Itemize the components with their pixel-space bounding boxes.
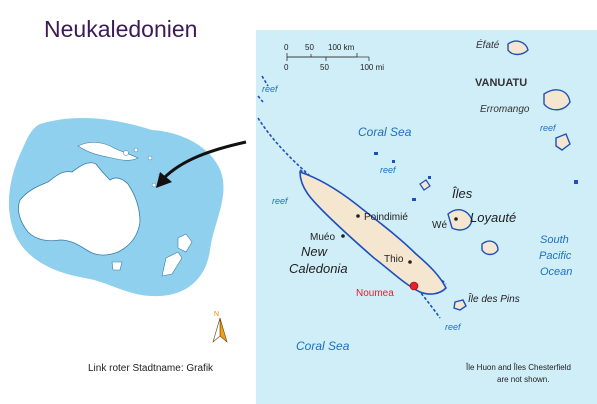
scale-mi-0: 0 xyxy=(284,63,289,72)
label-reef-3: reef xyxy=(380,165,397,175)
label-noumea[interactable]: Noumea xyxy=(356,288,394,299)
capital-dot-noumea[interactable] xyxy=(409,281,419,291)
australia-landmass xyxy=(18,162,141,256)
town-dot-thio xyxy=(408,260,412,264)
scale-bar xyxy=(286,53,370,61)
new-zealand-north xyxy=(177,233,193,253)
lifou-island xyxy=(447,209,473,231)
overview-map xyxy=(8,117,224,297)
label-loyaute: Loyauté xyxy=(470,210,516,225)
scale-km-100: 100 km xyxy=(328,43,355,52)
label-we: Wé xyxy=(432,220,447,231)
ile-des-pins-island xyxy=(453,299,467,311)
label-vanuatu: VANUATU xyxy=(475,77,527,89)
scale-km-50: 50 xyxy=(305,43,314,52)
label-thio: Thio xyxy=(384,254,404,265)
label-new: New xyxy=(301,244,329,259)
scale-mi-100: 100 mi xyxy=(360,63,384,72)
new-guinea xyxy=(77,142,139,161)
north-arrow-icon: N xyxy=(212,311,228,343)
tanna-island xyxy=(555,133,571,151)
small-reef-dots xyxy=(374,152,578,201)
town-dot-we xyxy=(454,217,458,221)
ouvea-island xyxy=(419,179,431,191)
label-iles: Îles xyxy=(452,186,473,201)
label-ile-des-pins: Île des Pins xyxy=(468,292,520,305)
label-reef-5: reef xyxy=(445,322,462,332)
label-mueo: Muéo xyxy=(310,232,335,243)
label-poindimie: Poindimié xyxy=(364,212,408,223)
tasmania xyxy=(111,261,123,271)
label-south: South xyxy=(540,234,569,246)
page-title: Neukaledonien xyxy=(44,16,198,42)
label-caledonia: Caledonia xyxy=(289,261,348,276)
label-ocean: Ocean xyxy=(540,266,572,278)
label-reef-4: reef xyxy=(272,196,289,206)
label-coral-sea-bottom: Coral Sea xyxy=(296,339,350,353)
caption-text[interactable]: Link roter Stadtname: Grafik xyxy=(88,363,214,374)
new-zealand-south xyxy=(161,251,183,277)
new-caledonia-map[interactable]: 0 50 100 km 0 50 100 mi Éfaté VANUATU Er… xyxy=(256,30,597,404)
scale-km-0: 0 xyxy=(284,43,289,52)
label-coral-sea-top: Coral Sea xyxy=(358,125,412,139)
label-reef-2: reef xyxy=(262,84,279,94)
label-erromango: Erromango xyxy=(480,104,530,115)
erromango-island xyxy=(543,89,571,111)
efate-island xyxy=(507,40,529,56)
label-efate: Éfaté xyxy=(476,38,500,51)
label-pacific: Pacific xyxy=(539,250,572,262)
scale-mi-50: 50 xyxy=(320,63,329,72)
sea-background xyxy=(256,30,597,404)
north-label: N xyxy=(214,311,219,318)
town-dot-poindimie xyxy=(356,214,360,218)
town-dot-mueo xyxy=(341,234,345,238)
note-line-2: are not shown. xyxy=(497,375,549,384)
note-line-1: Île Huon and Îles Chesterfield xyxy=(465,363,571,372)
mare-island xyxy=(481,240,499,256)
label-reef-1: reef xyxy=(540,123,557,133)
